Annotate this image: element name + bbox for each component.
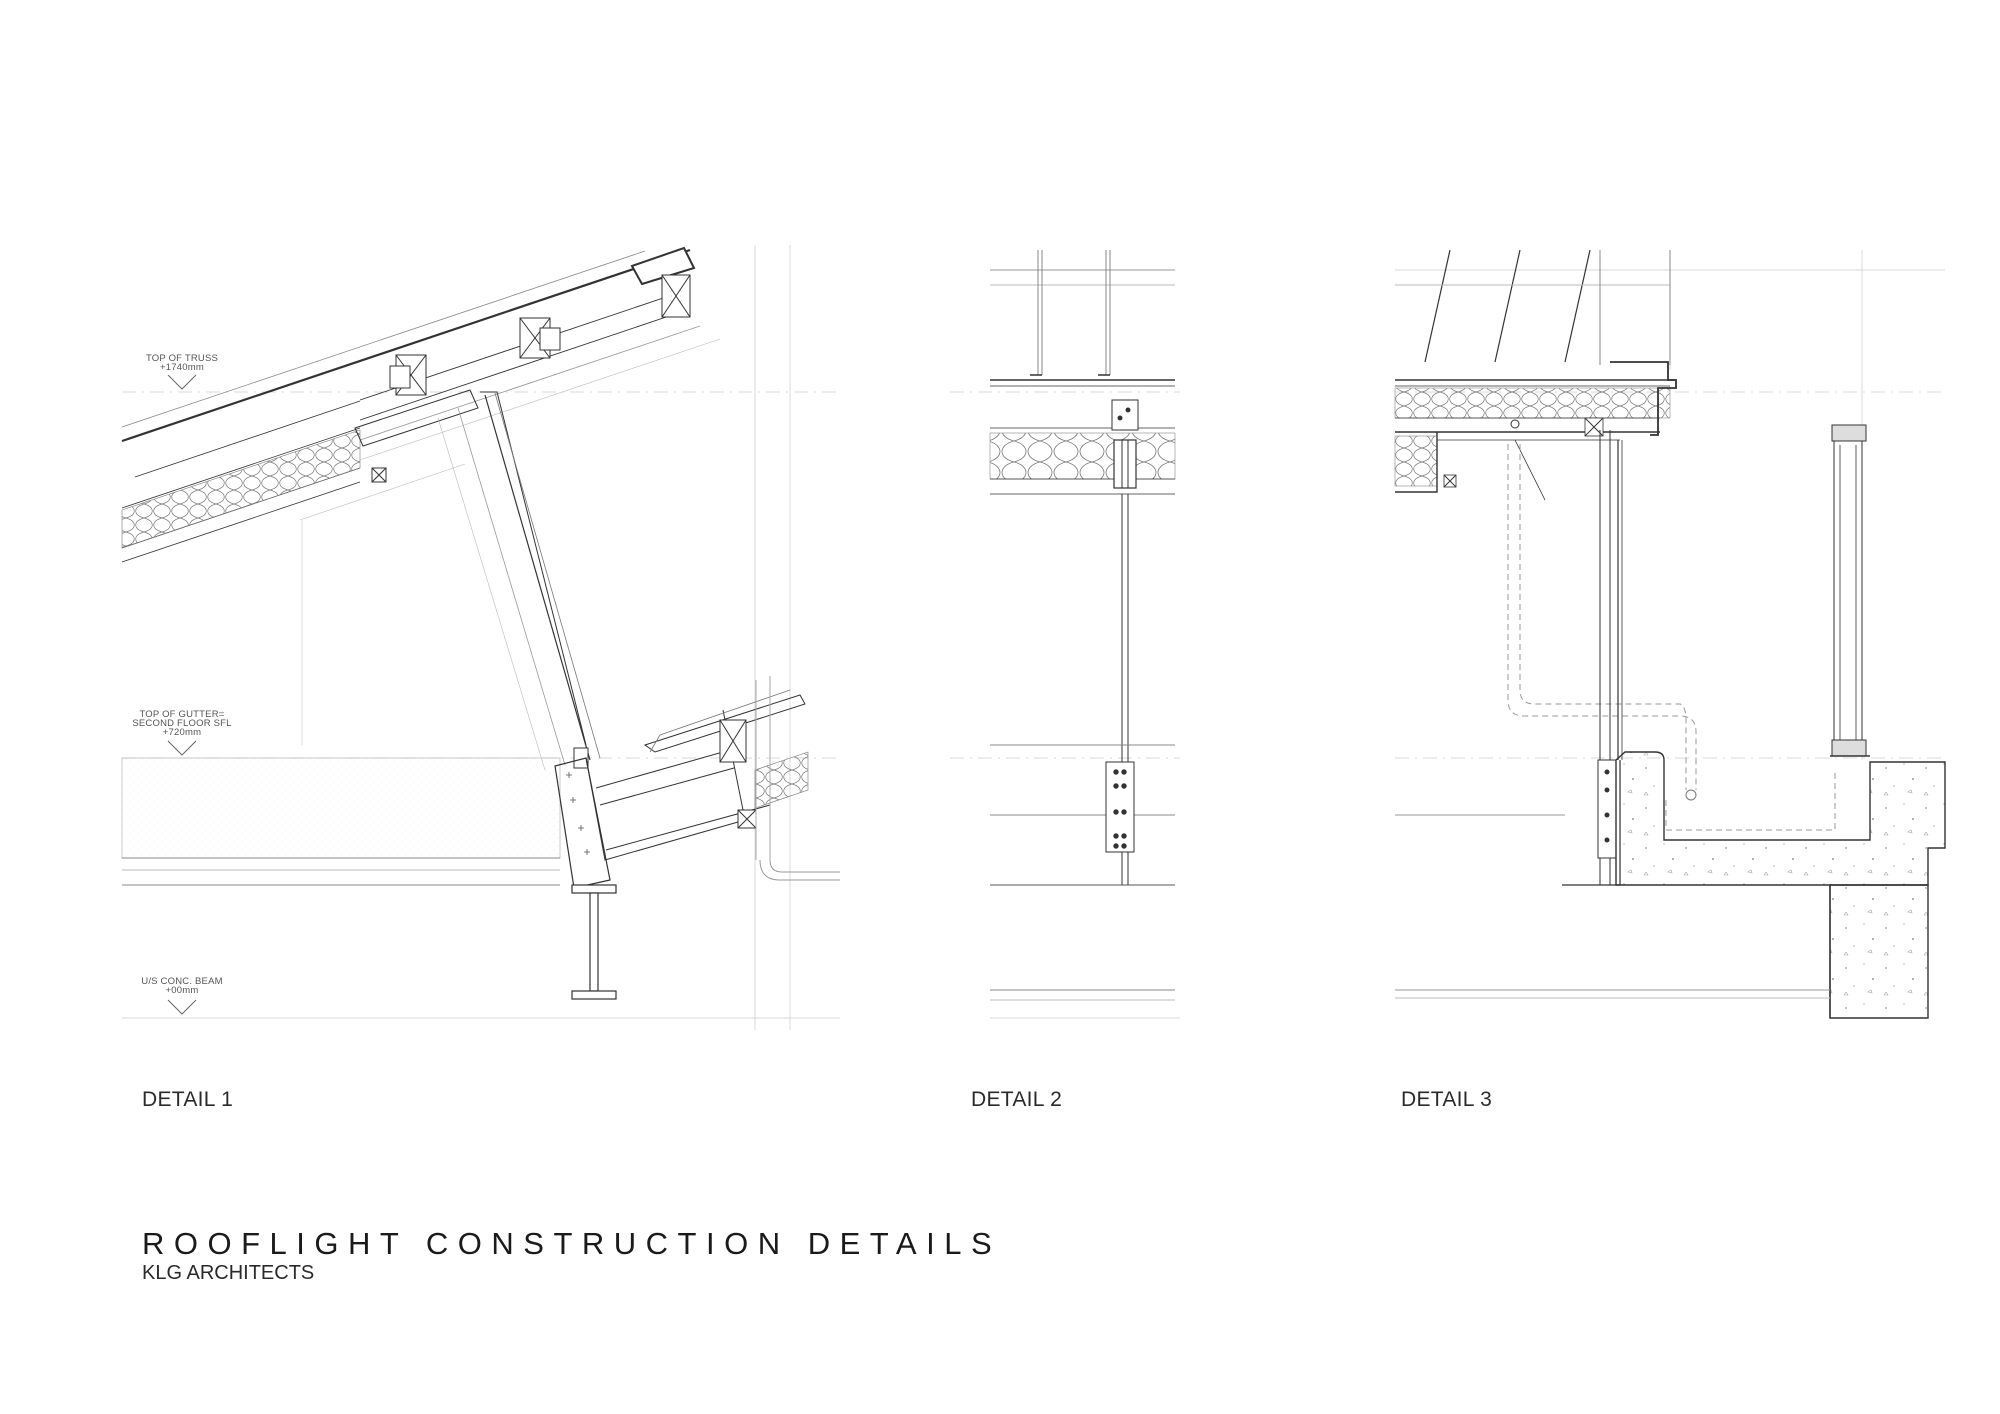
detail-2-guides [950,391,1180,1019]
level-marker-top-of-truss: TOP OF TRUSS +1740mm [146,353,218,390]
level-marker-us-conc-beam: U/S CONC. BEAM +00mm [141,976,223,1015]
detail-2-drawing [950,250,1180,1019]
bolted-splice-plate [1105,761,1135,853]
level-name-2: SECOND FLOOR SFL [132,718,231,729]
sloping-roof-buildup [121,246,721,563]
concrete-slab [1615,751,1946,886]
steel-gutter-assembly [554,676,840,889]
drawing-subtitle: KLG ARCHITECTS [142,1262,315,1284]
support-bracket [1111,399,1139,431]
second-floor-zone [121,757,561,886]
level-marker-top-of-gutter: TOP OF GUTTER= SECOND FLOOR SFL +720mm [132,709,231,756]
level-value: +1740mm [160,362,204,373]
rafter-blocking [371,274,691,483]
level-value: +00mm [166,985,199,996]
detail-1-drawing: TOP OF TRUSS +1740mm TOP OF GUTTER= SECO… [121,245,840,1030]
kerb-upstand [354,389,479,447]
detail-1-guides [122,245,840,1030]
rooflight-glazing-frame [437,392,601,771]
level-name: TOP OF GUTTER= [139,709,224,720]
detail-1-label: DETAIL 1 [142,1088,234,1111]
level-value: +720mm [163,727,201,738]
drawing-title: ROOFLIGHT CONSTRUCTION DETAILS [142,1226,1002,1261]
concrete-downstand [1829,884,1929,1019]
detail-3-label: DETAIL 3 [1401,1088,1493,1111]
steel-universal-beam [571,884,617,1000]
window-frame [1830,424,1870,757]
level-name: TOP OF TRUSS [146,353,218,364]
level-name: U/S CONC. BEAM [141,976,222,987]
detail-2-label: DETAIL 2 [971,1088,1063,1111]
detail-3-drawing [1394,249,1946,1019]
